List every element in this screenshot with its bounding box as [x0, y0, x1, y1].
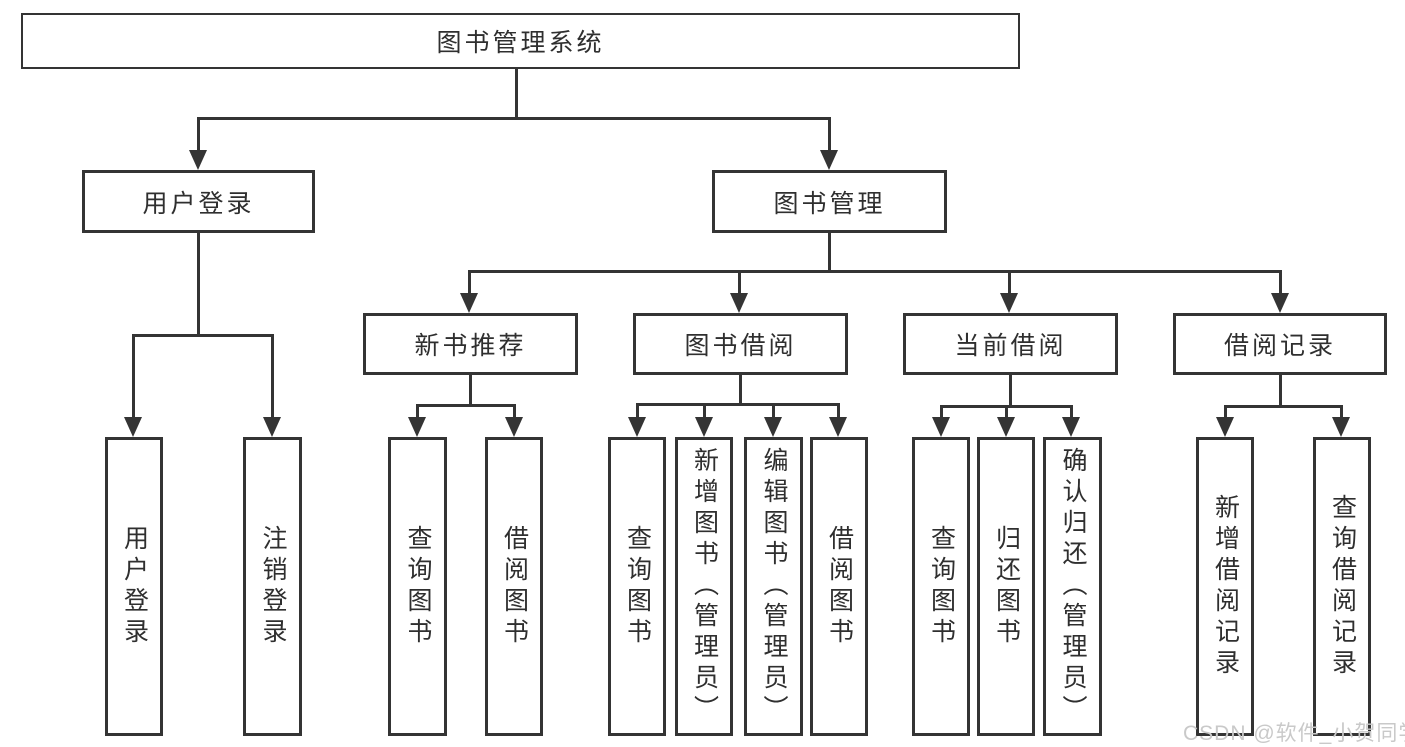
node-new-book-recommend: 新书推荐 [363, 313, 578, 375]
connector-line [1070, 405, 1073, 419]
node-book-management: 图书管理 [712, 170, 947, 233]
connector-line [468, 270, 1282, 273]
arrowhead-down-icon [1062, 417, 1080, 437]
connector-line [636, 403, 840, 406]
node-root: 图书管理系统 [21, 13, 1020, 69]
arrowhead-down-icon [263, 417, 281, 437]
connector-line [469, 375, 472, 406]
leaf-query-books-borrowing-label: 查询图书 [623, 524, 652, 649]
leaf-borrow-books-label: 借阅图书 [825, 524, 854, 649]
leaf-query-books-recommend-label: 查询图书 [404, 524, 432, 649]
leaf-edit-books-admin: 编辑图书（管理员） [744, 437, 803, 736]
connector-line [1279, 375, 1282, 407]
arrowhead-down-icon [1000, 293, 1018, 313]
connector-line [416, 404, 516, 407]
connector-line [1005, 405, 1008, 419]
connector-line [416, 404, 419, 419]
connector-line [513, 404, 516, 419]
connector-line [1008, 270, 1011, 296]
leaf-query-books-current-label: 查询图书 [927, 524, 956, 649]
leaf-query-borrow-record: 查询借阅记录 [1313, 437, 1371, 736]
leaf-query-books-borrowing: 查询图书 [608, 437, 666, 736]
leaf-query-books-current: 查询图书 [912, 437, 970, 736]
arrowhead-down-icon [997, 417, 1015, 437]
connector-line [468, 270, 471, 296]
arrowhead-down-icon [505, 417, 523, 437]
node-current-borrowing-label: 当前借阅 [954, 332, 1067, 360]
connector-line [828, 233, 831, 273]
connector-line [1224, 405, 1343, 408]
connector-line [1279, 270, 1282, 296]
node-new-book-recommend-label: 新书推荐 [414, 332, 527, 360]
leaf-edit-books-admin-label: 编辑图书（管理员） [760, 447, 788, 726]
leaf-add-books-admin: 新增图书（管理员） [675, 437, 733, 736]
connector-line [772, 403, 775, 419]
leaf-borrow-books: 借阅图书 [810, 437, 868, 736]
node-borrowing-records-label: 借阅记录 [1223, 332, 1336, 360]
leaf-logout: 注销登录 [243, 437, 302, 736]
connector-line [197, 233, 200, 337]
arrowhead-down-icon [124, 417, 142, 437]
connector-line [197, 117, 831, 120]
leaf-logout-label: 注销登录 [259, 524, 287, 649]
arrowhead-down-icon [628, 417, 646, 437]
node-user-login-label: 用户登录 [142, 189, 255, 218]
connector-line [703, 403, 706, 419]
connector-line [738, 270, 741, 296]
connector-line [636, 403, 639, 419]
leaf-query-borrow-record-label: 查询借阅记录 [1328, 493, 1357, 680]
connector-line [828, 117, 831, 153]
leaf-return-books: 归还图书 [977, 437, 1035, 736]
node-book-borrowing-label: 图书借阅 [684, 332, 797, 360]
connector-line [271, 334, 274, 419]
node-root-label: 图书管理系统 [436, 29, 605, 57]
arrowhead-down-icon [1332, 417, 1350, 437]
arrowhead-down-icon [695, 417, 713, 437]
arrowhead-down-icon [764, 417, 782, 437]
arrowhead-down-icon [1216, 417, 1234, 437]
arrowhead-down-icon [408, 417, 426, 437]
connector-line [837, 403, 840, 419]
connector-line [197, 117, 200, 153]
connector-line [1340, 405, 1343, 419]
node-book-management-label: 图书管理 [773, 189, 886, 218]
arrowhead-down-icon [1271, 293, 1289, 313]
leaf-return-books-label: 归还图书 [992, 524, 1021, 649]
arrowhead-down-icon [189, 150, 207, 170]
arrowhead-down-icon [820, 150, 838, 170]
connector-line [1224, 405, 1227, 419]
leaf-user-login: 用户登录 [105, 437, 163, 736]
arrowhead-down-icon [932, 417, 950, 437]
arrowhead-down-icon [829, 417, 847, 437]
node-book-borrowing: 图书借阅 [633, 313, 848, 375]
leaf-add-books-admin-label: 新增图书（管理员） [690, 447, 719, 726]
connector-line [132, 334, 135, 419]
connector-line [132, 334, 274, 337]
leaf-add-borrow-record: 新增借阅记录 [1196, 437, 1254, 736]
connector-line [515, 68, 518, 118]
connector-line [940, 405, 943, 419]
leaf-confirm-return-admin-label: 确认归还（管理员） [1059, 447, 1087, 726]
csdn-watermark: CSDN @软件_小贺同学 [1183, 722, 1405, 745]
arrowhead-down-icon [730, 293, 748, 313]
node-current-borrowing: 当前借阅 [903, 313, 1118, 375]
leaf-user-login-label: 用户登录 [120, 524, 149, 649]
connector-line [739, 375, 742, 405]
leaf-add-borrow-record-label: 新增借阅记录 [1211, 493, 1240, 680]
leaf-query-books-recommend: 查询图书 [388, 437, 447, 736]
node-borrowing-records: 借阅记录 [1173, 313, 1387, 375]
arrowhead-down-icon [460, 293, 478, 313]
leaf-borrow-books-recommend-label: 借阅图书 [500, 524, 529, 649]
leaf-borrow-books-recommend: 借阅图书 [485, 437, 543, 736]
leaf-confirm-return-admin: 确认归还（管理员） [1043, 437, 1102, 736]
connector-line [1009, 375, 1012, 407]
node-user-login: 用户登录 [82, 170, 315, 233]
